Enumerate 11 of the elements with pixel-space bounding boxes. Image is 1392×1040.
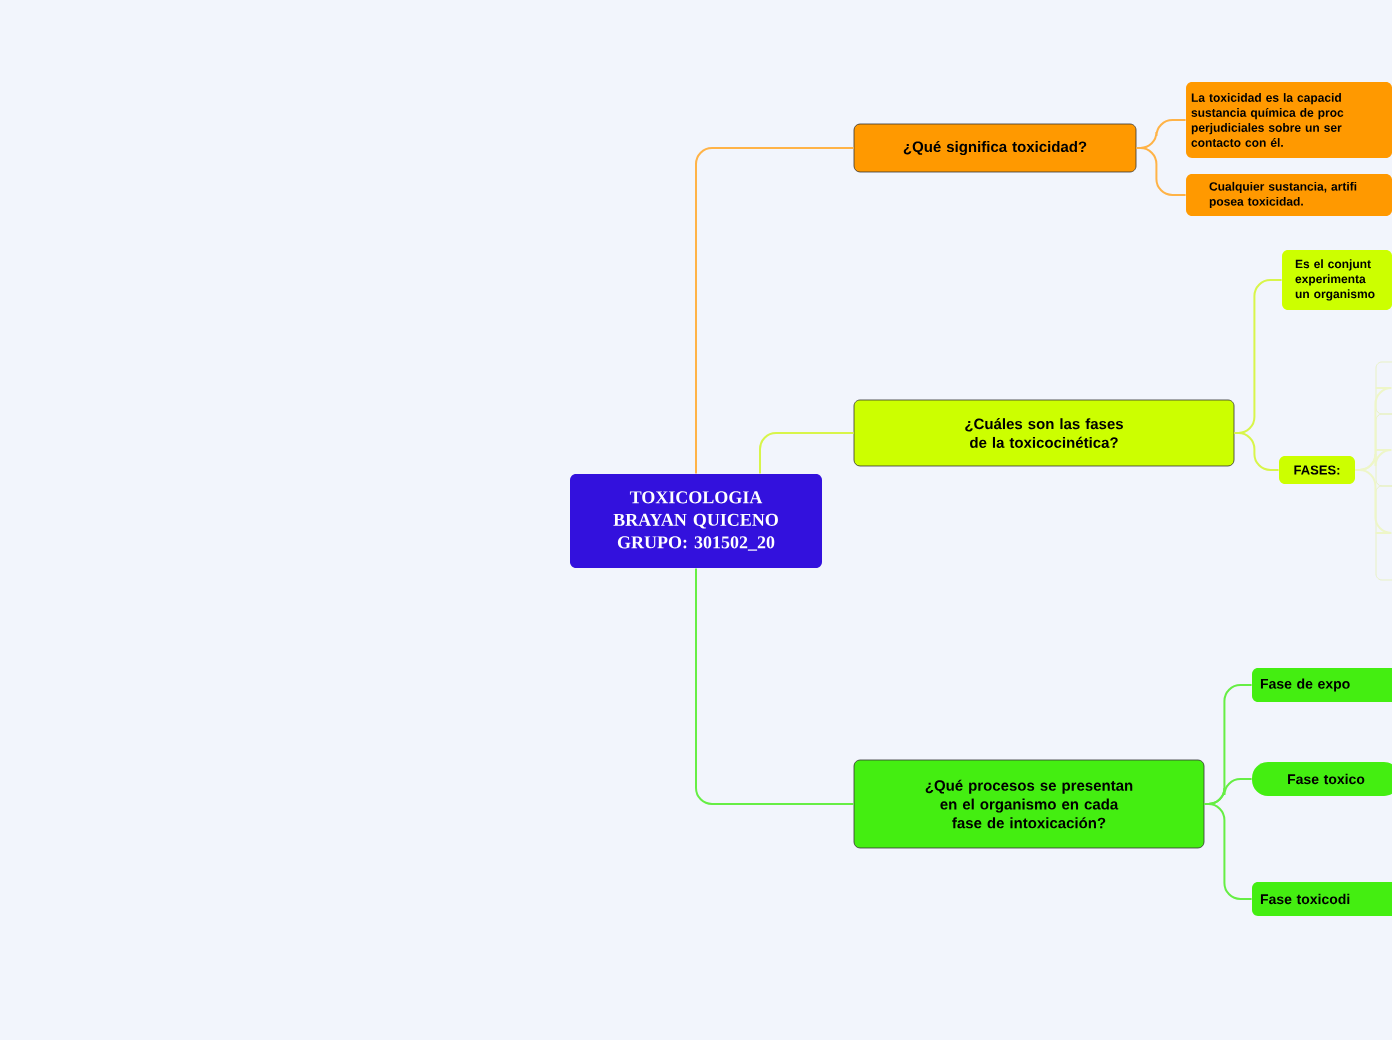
connector-line bbox=[1233, 432, 1280, 471]
connector-line bbox=[1135, 147, 1187, 196]
topic-box: TOXICOLOGIA BRAYAN QUICENO GRUPO: 301502_20 bbox=[570, 474, 822, 568]
connector-line bbox=[695, 147, 855, 475]
connector-line bbox=[1354, 469, 1392, 534]
connector-line bbox=[1203, 803, 1253, 900]
empty-box bbox=[1375, 413, 1392, 487]
empty-box bbox=[1375, 485, 1392, 581]
empty-box bbox=[1375, 361, 1392, 415]
connector-line bbox=[695, 567, 855, 805]
connector-line bbox=[759, 432, 855, 475]
